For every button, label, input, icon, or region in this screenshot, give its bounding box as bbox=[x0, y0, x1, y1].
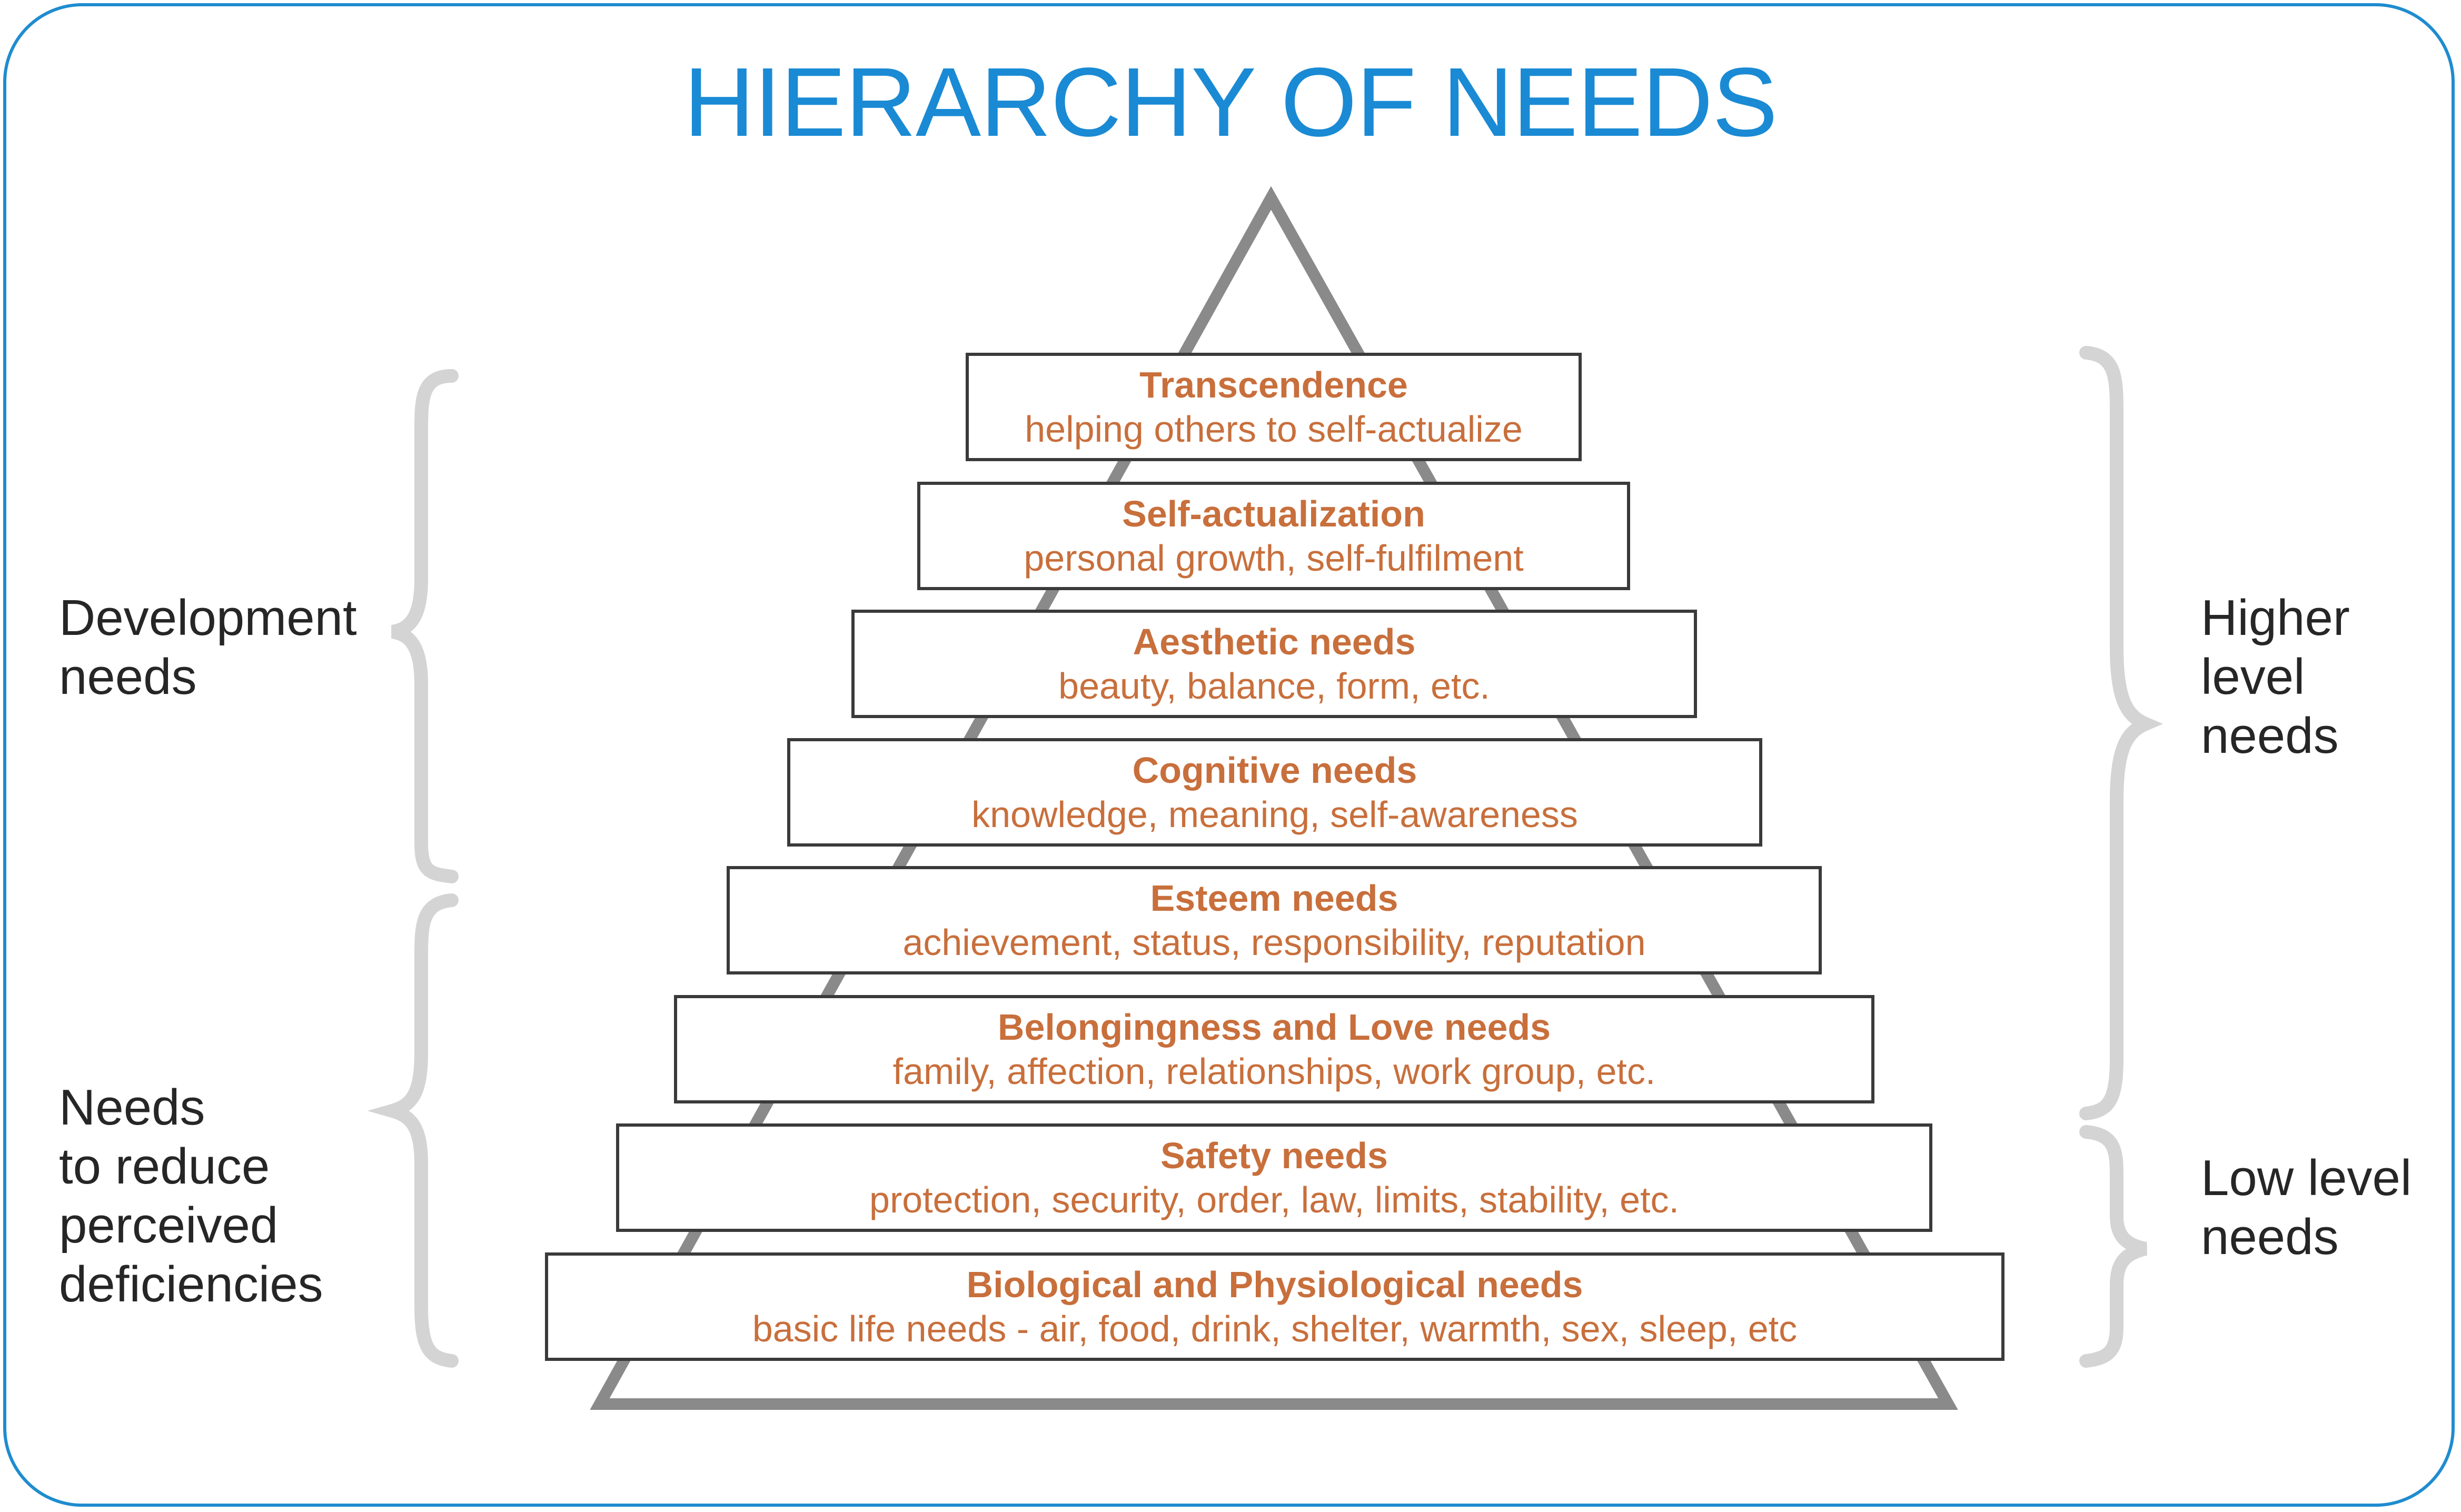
level-description: protection, security, order, law, limits… bbox=[869, 1179, 1679, 1220]
level-self-actualization: Self-actualization personal growth, self… bbox=[917, 482, 1630, 590]
level-description: knowledge, meaning, self-awareness bbox=[971, 794, 1578, 835]
level-transcendence: Transcendence helping others to self-act… bbox=[966, 353, 1582, 461]
level-name: Aesthetic needs bbox=[1133, 621, 1416, 662]
level-name: Esteem needs bbox=[1150, 878, 1398, 919]
level-aesthetic: Aesthetic needs beauty, balance, form, e… bbox=[851, 610, 1697, 718]
level-name: Biological and Physiological needs bbox=[966, 1264, 1583, 1305]
level-esteem: Esteem needs achievement, status, respon… bbox=[727, 866, 1822, 974]
level-description: beauty, balance, form, etc. bbox=[1058, 665, 1490, 707]
level-description: helping others to self-actualize bbox=[1025, 409, 1523, 450]
diagram-frame bbox=[3, 3, 2455, 1507]
level-name: Self-actualization bbox=[1122, 493, 1425, 534]
level-description: family, affection, relationships, work g… bbox=[892, 1051, 1656, 1092]
diagram-title: HIERARCHY OF NEEDS bbox=[683, 48, 1778, 157]
level-safety: Safety needs protection, security, order… bbox=[616, 1123, 1932, 1232]
label-higher-level-needs: Higher level needs bbox=[2201, 590, 2350, 764]
level-cognitive: Cognitive needs knowledge, meaning, self… bbox=[787, 738, 1762, 847]
level-name: Transcendence bbox=[1139, 364, 1408, 405]
label-development-needs: Development needs bbox=[59, 590, 357, 705]
level-biological: Biological and Physiological needs basic… bbox=[545, 1252, 2004, 1361]
level-description: achievement, status, responsibility, rep… bbox=[902, 922, 1646, 963]
level-description: personal growth, self-fulfilment bbox=[1024, 538, 1524, 579]
level-belongingness: Belongingness and Love needs family, aff… bbox=[674, 995, 1874, 1103]
level-name: Cognitive needs bbox=[1132, 750, 1417, 791]
level-name: Safety needs bbox=[1160, 1135, 1388, 1176]
level-name: Belongingness and Love needs bbox=[997, 1007, 1551, 1048]
level-description: basic life needs - air, food, drink, she… bbox=[752, 1308, 1798, 1349]
label-deficiency-needs: Needs to reduce perceived deficiencies bbox=[59, 1079, 323, 1312]
label-low-level-needs: Low level needs bbox=[2201, 1150, 2412, 1265]
